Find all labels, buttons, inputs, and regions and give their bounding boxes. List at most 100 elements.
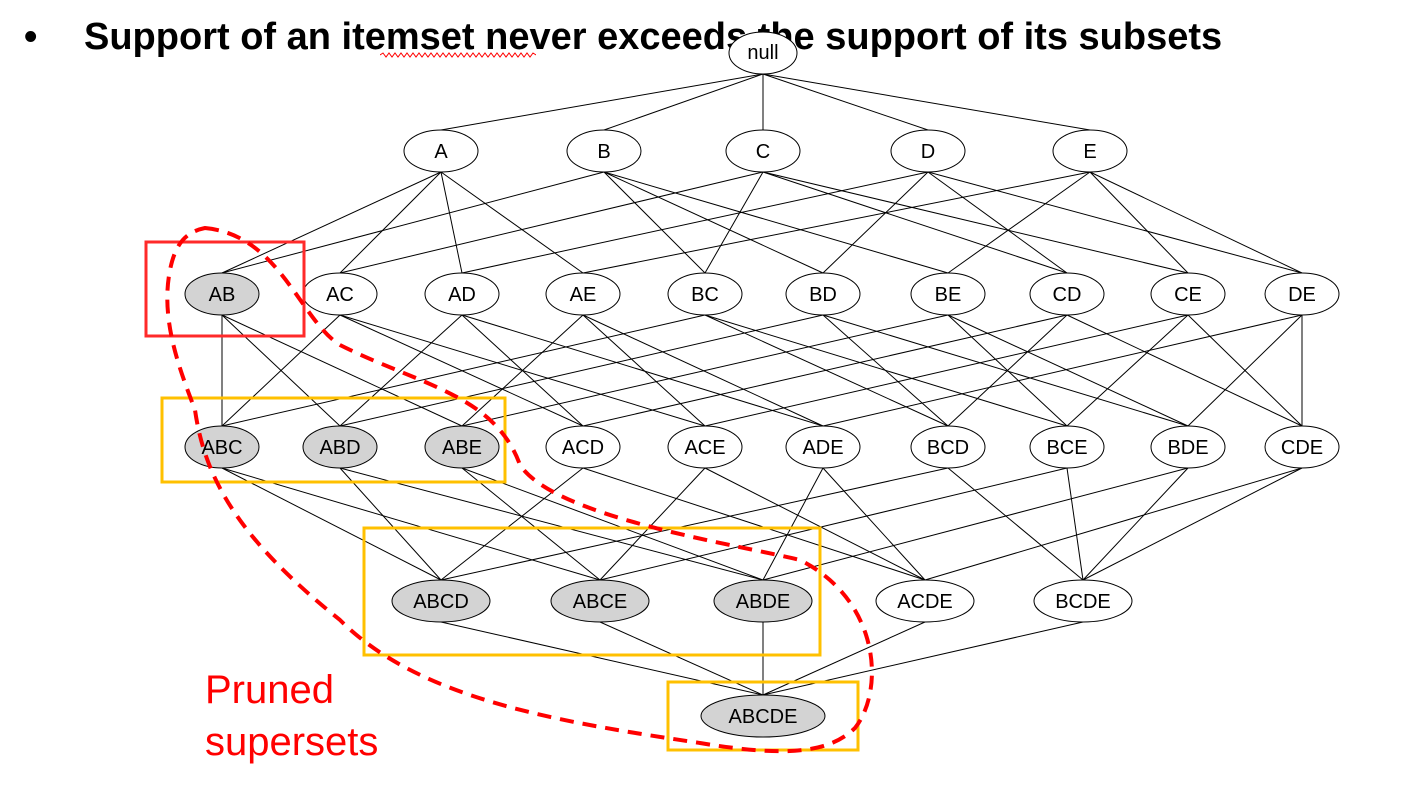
node-label-BCD: BCD xyxy=(927,437,969,459)
edge-E-CE xyxy=(1089,171,1189,274)
node-label-BE: BE xyxy=(935,284,962,306)
edge-BDE-BCDE xyxy=(1082,467,1189,581)
edge-BD-ABD xyxy=(339,314,824,427)
edge-BCE-BCDE xyxy=(1066,467,1084,581)
pruned-level4-box xyxy=(362,526,822,657)
edge-CD-BCD xyxy=(947,314,1068,427)
node-label-AD: AD xyxy=(448,284,476,306)
pruned-level5-box xyxy=(666,680,860,752)
edge-AB-ABE xyxy=(221,314,463,427)
node-ABCE: ABCE xyxy=(550,579,650,623)
node-ACDE: ACDE xyxy=(875,579,975,623)
node-ellipse-ABE xyxy=(424,425,500,469)
node-BC: BC xyxy=(667,272,743,316)
edge-D-BD xyxy=(822,171,929,274)
node-BD: BD xyxy=(785,272,861,316)
edge-E-AE xyxy=(582,171,1091,274)
edge-CDE-BCDE xyxy=(1082,467,1303,581)
node-label-D: D xyxy=(921,141,935,163)
edge-A-AD xyxy=(440,171,463,274)
node-ABCD: ABCD xyxy=(391,579,491,623)
node-ellipse-null xyxy=(728,31,798,75)
node-ellipse-AD xyxy=(424,272,500,316)
node-ellipse-DE xyxy=(1264,272,1340,316)
node-label-C: C xyxy=(756,141,770,163)
node-label-ABCE: ABCE xyxy=(573,591,627,613)
node-label-A: A xyxy=(434,141,448,163)
edge-BCD-ABCD xyxy=(440,467,949,581)
edge-B-BC xyxy=(603,171,706,274)
edge-ACE-ACDE xyxy=(704,467,926,581)
edge-ABCD-ABCDE xyxy=(440,621,764,696)
node-label-CD: CD xyxy=(1053,284,1082,306)
edge-ACDE-ABCDE xyxy=(762,621,926,696)
node-label-ABDE: ABDE xyxy=(736,591,790,613)
edge-CE-BCE xyxy=(1066,314,1189,427)
node-AC: AC xyxy=(302,272,378,316)
node-D: D xyxy=(890,129,966,173)
frequent-itemset-box xyxy=(144,240,306,338)
node-label-ACDE: ACDE xyxy=(897,591,953,613)
node-DE: DE xyxy=(1264,272,1340,316)
node-ellipse-ABC xyxy=(184,425,260,469)
edge-AD-ABD xyxy=(339,314,463,427)
edge-AE-ABE xyxy=(461,314,584,427)
node-ellipse-CD xyxy=(1029,272,1105,316)
edge-null-A xyxy=(440,73,764,131)
node-ellipse-ABCE xyxy=(550,579,650,623)
edge-C-AC xyxy=(339,171,764,274)
node-label-ABD: ABD xyxy=(319,437,360,459)
bullet: • xyxy=(24,15,38,58)
edge-ACD-ACDE xyxy=(582,467,926,581)
edge-C-CD xyxy=(762,171,1068,274)
node-ellipse-ABD xyxy=(302,425,378,469)
node-B: B xyxy=(566,129,642,173)
node-ellipse-D xyxy=(890,129,966,173)
pruned-boundary xyxy=(165,225,874,754)
node-label-ACD: ACD xyxy=(562,437,604,459)
title-row: • Support of an itemset never exceeds th… xyxy=(24,12,1222,62)
node-ellipse-A xyxy=(403,129,479,173)
node-ADE: ADE xyxy=(785,425,861,469)
node-ellipse-BC xyxy=(667,272,743,316)
node-ellipse-BCD xyxy=(910,425,986,469)
node-label-ACE: ACE xyxy=(684,437,725,459)
spell-check-underline xyxy=(380,52,536,58)
node-ellipse-CE xyxy=(1150,272,1226,316)
edge-D-DE xyxy=(927,171,1303,274)
edge-ACD-ABCD xyxy=(440,467,584,581)
edge-ADE-ACDE xyxy=(822,467,926,581)
edge-A-AE xyxy=(440,171,584,274)
edge-ABC-ABCE xyxy=(221,467,601,581)
edge-ABCE-ABCDE xyxy=(599,621,764,696)
node-label-AE: AE xyxy=(570,284,597,306)
edge-AE-ACE xyxy=(582,314,706,427)
node-ellipse-ADE xyxy=(785,425,861,469)
node-label-AB: AB xyxy=(209,284,236,306)
edge-AC-ABC xyxy=(221,314,341,427)
edge-AD-ADE xyxy=(461,314,824,427)
node-BCE: BCE xyxy=(1029,425,1105,469)
node-AE: AE xyxy=(545,272,621,316)
edge-BE-ABE xyxy=(461,314,949,427)
edge-A-AB xyxy=(221,171,442,274)
node-AB: AB xyxy=(184,272,260,316)
node-ACE: ACE xyxy=(667,425,743,469)
node-ellipse-AB xyxy=(184,272,260,316)
edge-B-AB xyxy=(221,171,605,274)
node-label-E: E xyxy=(1083,141,1096,163)
node-ABC: ABC xyxy=(184,425,260,469)
node-C: C xyxy=(725,129,801,173)
edge-BCE-ABCE xyxy=(599,467,1068,581)
node-CDE: CDE xyxy=(1264,425,1340,469)
node-ellipse-ACD xyxy=(545,425,621,469)
pruned-supersets-label: Pruned supersets xyxy=(205,668,379,764)
node-BDE: BDE xyxy=(1150,425,1226,469)
edge-BCDE-ABCDE xyxy=(762,621,1084,696)
pruned-level3-box xyxy=(160,396,507,484)
node-AD: AD xyxy=(424,272,500,316)
node-label-BD: BD xyxy=(809,284,837,306)
edge-null-E xyxy=(762,73,1091,131)
node-label-ABCD: ABCD xyxy=(413,591,469,613)
node-label-ABE: ABE xyxy=(442,437,482,459)
